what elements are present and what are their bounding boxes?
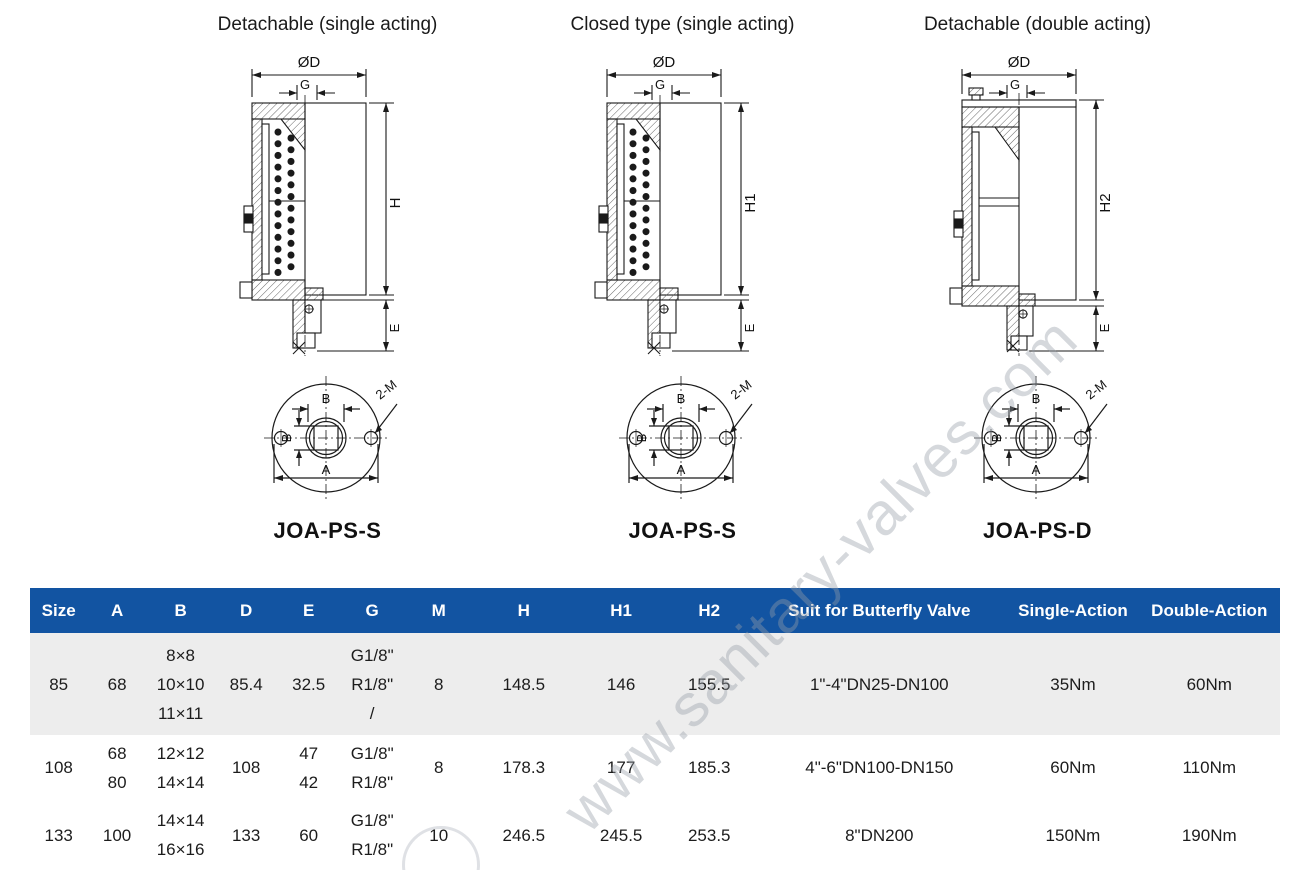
table-row-size-108: 108 68 80 12×12 14×14 108 47 42 G1/8" R1… — [30, 735, 1280, 800]
model-name: JOA-PS-S — [628, 518, 737, 543]
model-name: JOA-PS-S — [273, 518, 382, 543]
cell-suit: 4"-6"DN100-DN150 — [805, 758, 954, 777]
dim-label-a: A — [676, 462, 685, 477]
col-header-h: H — [472, 588, 576, 633]
cell-a: 100 — [102, 825, 132, 845]
dim-label-2m: 2-M — [372, 377, 399, 403]
col-header-m: M — [404, 588, 473, 633]
dim-label-height: H1 — [742, 193, 759, 212]
bottom-view-drawing: B B A 2-M — [958, 370, 1109, 505]
cell-single-action: 150Nm — [1045, 825, 1101, 845]
col-header-d: D — [214, 588, 278, 633]
dim-label-height: H2 — [1097, 193, 1114, 212]
dim-label-b-top: B — [321, 391, 330, 406]
dim-label-e: E — [387, 323, 402, 332]
cell-e: 60 — [299, 825, 319, 845]
cell-h: 246.5 — [502, 825, 546, 845]
model-name: JOA-PS-D — [982, 518, 1093, 543]
section-drawing-double-acting: ØD G H2 E — [943, 54, 1114, 358]
cell-m: 10 — [429, 825, 449, 845]
drawing-column-closed-single: Closed type (single acting) ØD G H1 E B … — [505, 0, 860, 544]
col-header-h2: H2 — [667, 588, 752, 633]
cell-single-action: 60Nm — [1050, 758, 1096, 777]
cell-suit: 1"-4"DN25-DN100 — [809, 674, 949, 694]
col-header-a: A — [87, 588, 147, 633]
cell-g: G1/8" R1/8" — [350, 743, 394, 792]
drawing-title: Detachable (double acting) — [923, 14, 1152, 35]
dim-label-e: E — [1097, 323, 1112, 332]
dim-label-2m: 2-M — [1082, 377, 1109, 403]
drawing-title: Detachable (single acting) — [217, 14, 438, 35]
dim-label-g: G — [1009, 77, 1019, 92]
spec-table: Size A B D E G M H H1 H2 Suit for Butter… — [30, 588, 1280, 870]
cell-suit: 8"DN200 — [845, 825, 914, 845]
cell-h2: 155.5 — [687, 674, 731, 694]
col-header-g: G — [339, 588, 405, 633]
table-row-size-133: 133 100 14×14 16×16 133 60 G1/8" R1/8" 1… — [30, 800, 1280, 870]
dim-label-height: H — [387, 198, 404, 209]
bottom-view-drawing: B B A 2-M — [248, 370, 399, 505]
col-header-single-action: Single-Action — [1007, 588, 1139, 633]
cell-b: 14×14 16×16 — [156, 811, 205, 859]
dim-label-diameter: ØD — [297, 54, 320, 71]
cell-d: 133 — [231, 825, 261, 845]
dim-label-b-top: B — [1031, 391, 1040, 406]
col-header-size: Size — [30, 588, 88, 633]
cell-a: 68 — [107, 674, 127, 694]
cell-b: 12×12 14×14 — [156, 743, 205, 792]
cell-h1: 245.5 — [599, 825, 643, 845]
dim-label-b-top: B — [676, 391, 685, 406]
cell-single-action: 35Nm — [1050, 674, 1096, 694]
cell-size: 108 — [44, 758, 73, 777]
spec-table-wrap: Size A B D E G M H H1 H2 Suit for Butter… — [30, 588, 1280, 870]
dim-label-b-side: B — [634, 434, 649, 443]
cell-h: 178.3 — [502, 758, 546, 777]
drawing-column-detachable-double: Detachable (double acting) ØD G H2 E B B… — [860, 0, 1215, 544]
cell-d: 85.4 — [229, 674, 263, 694]
cell-e: 32.5 — [292, 674, 326, 694]
dim-label-g: G — [654, 77, 664, 92]
dim-label-g: G — [299, 77, 309, 92]
dim-label-b-side: B — [279, 434, 294, 443]
dim-label-2m: 2-M — [727, 377, 754, 403]
cell-size: 85 — [49, 674, 69, 694]
cell-size: 133 — [44, 825, 73, 845]
cell-h1: 146 — [606, 674, 636, 694]
cell-b: 8×8 10×10 11×11 — [156, 645, 205, 723]
cell-h2: 185.3 — [687, 758, 731, 777]
cell-h2: 253.5 — [687, 825, 731, 845]
dim-label-e: E — [742, 323, 757, 332]
table-header-row: Size A B D E G M H H1 H2 Suit for Butter… — [30, 588, 1280, 633]
dim-label-a: A — [321, 462, 330, 477]
cell-m: 8 — [434, 758, 444, 777]
col-header-h1: H1 — [575, 588, 668, 633]
dim-label-b-side: B — [989, 434, 1004, 443]
cell-a: 68 80 — [107, 743, 127, 792]
cell-g: G1/8" R1/8" / — [350, 645, 394, 723]
cell-double-action: 110Nm — [1182, 758, 1237, 777]
section-drawing-single-acting: ØD G H1 E — [588, 54, 759, 358]
cell-d: 108 — [231, 758, 261, 777]
cell-m: 8 — [434, 674, 444, 694]
drawing-column-detachable-single: Detachable (single acting) ØD G H E B B … — [150, 0, 505, 544]
drawing-title: Closed type (single acting) — [570, 14, 795, 35]
col-header-double-action: Double-Action — [1138, 588, 1280, 633]
dim-label-diameter: ØD — [1007, 54, 1030, 71]
cell-double-action: 190Nm — [1181, 825, 1237, 845]
drawings-row: Detachable (single acting) ØD G H E B B … — [150, 0, 1215, 544]
col-header-suit: Suit for Butterfly Valve — [751, 588, 1008, 633]
cell-h1: 177 — [606, 758, 636, 777]
cell-double-action: 60Nm — [1186, 674, 1232, 694]
table-row-size-85: 85 68 8×8 10×10 11×11 85.4 32.5 G1/8" R1… — [30, 633, 1280, 735]
col-header-b: B — [146, 588, 215, 633]
col-header-e: E — [277, 588, 340, 633]
section-drawing-single-acting: ØD G H E — [233, 54, 404, 358]
cell-e: 47 42 — [299, 743, 319, 792]
dim-label-a: A — [1031, 462, 1040, 477]
bottom-view-drawing: B B A 2-M — [603, 370, 754, 505]
cell-g: G1/8" R1/8" — [350, 811, 394, 859]
dim-label-diameter: ØD — [652, 54, 675, 71]
cell-h: 148.5 — [502, 674, 546, 694]
